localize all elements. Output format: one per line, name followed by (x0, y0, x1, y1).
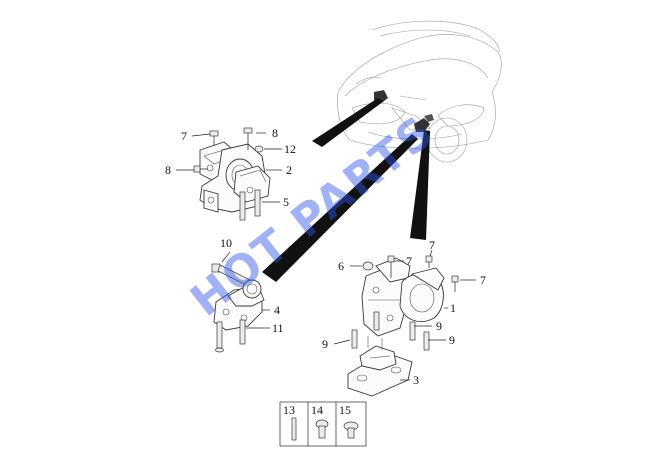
leader-lines (176, 132, 476, 381)
callout-10: 10 (220, 236, 232, 250)
callout-7: 7 (406, 254, 412, 268)
callout-12: 12 (284, 142, 296, 156)
legend-label-13: 13 (283, 403, 295, 417)
fastener-legend (279, 401, 367, 447)
callout-6: 6 (338, 259, 344, 273)
callout-9: 9 (322, 337, 328, 351)
callout-8: 8 (165, 163, 171, 177)
pointer-wedges (262, 98, 430, 282)
callout-1: 1 (450, 301, 456, 315)
callout-4: 4 (274, 303, 280, 317)
callout-2: 2 (286, 163, 292, 177)
callout-11: 11 (272, 321, 284, 335)
callout-3: 3 (413, 373, 419, 387)
middle-left-mount (211, 263, 265, 353)
callout-7: 7 (429, 238, 435, 252)
callout-5: 5 (283, 195, 289, 209)
legend-label-15: 15 (339, 403, 351, 417)
callout-8: 8 (272, 126, 278, 140)
callout-7: 7 (480, 273, 486, 287)
legend-label-14: 14 (311, 403, 323, 417)
callouts: 7 8 12 8 2 5 10 4 11 6 7 7 7 1 9 9 9 3 1… (165, 126, 486, 417)
callout-7: 7 (181, 129, 187, 143)
right-mount (351, 255, 459, 351)
upper-left-mount (199, 141, 271, 213)
callout-9: 9 (436, 319, 442, 333)
callout-9: 9 (449, 333, 455, 347)
bottom-bracket (347, 336, 413, 397)
bolt-13-icon (291, 417, 297, 441)
upper-left-bolts (193, 127, 264, 221)
